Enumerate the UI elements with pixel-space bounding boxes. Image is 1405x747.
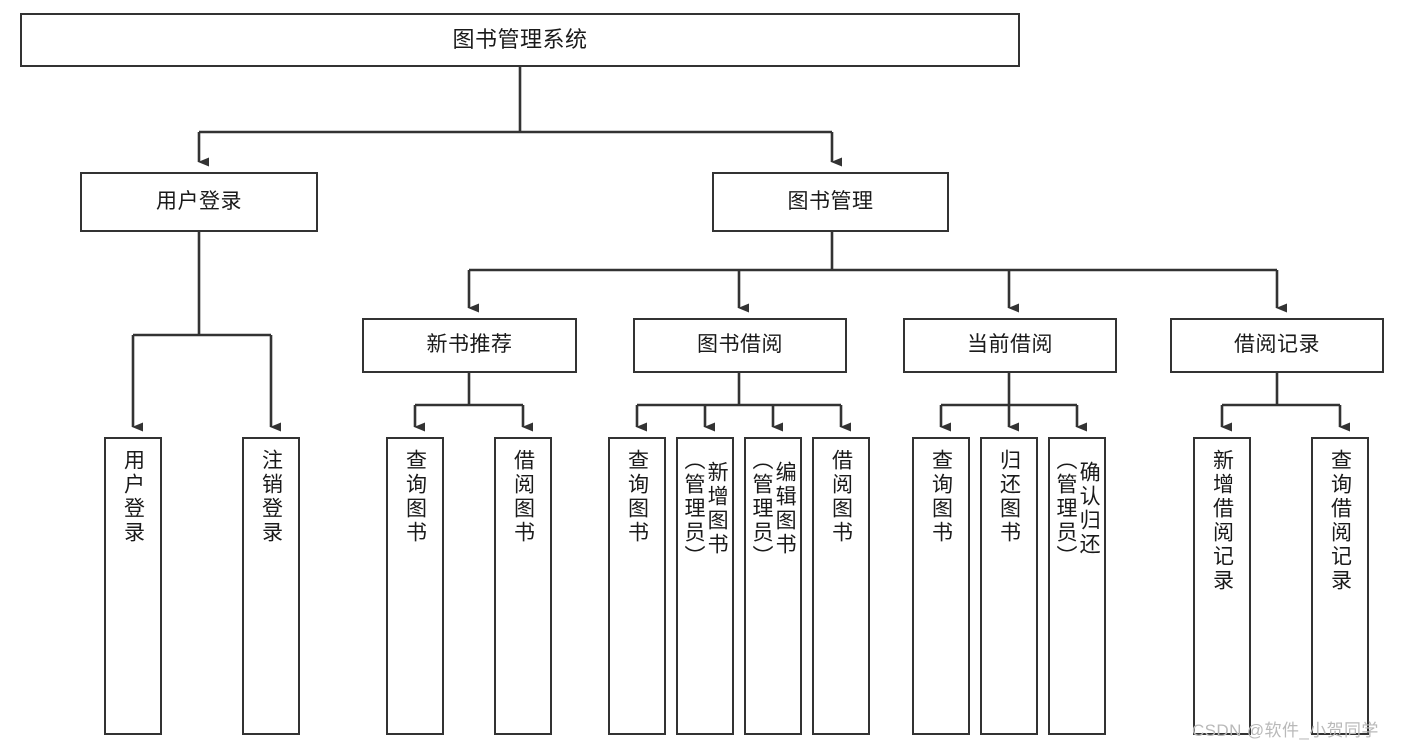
leaf-add-borrow-record[interactable]: 新增借阅记录 — [1193, 437, 1251, 735]
node-label: 注销登录 — [259, 449, 283, 545]
node-current-borrow[interactable]: 当前借阅 — [903, 318, 1117, 373]
leaf-borrow-book[interactable]: 借阅图书 — [812, 437, 870, 735]
leaf-query-borrow-record[interactable]: 查询借阅记录 — [1311, 437, 1369, 735]
node-root-system[interactable]: 图书管理系统 — [20, 13, 1020, 67]
leaf-edit-book-admin[interactable]: 编辑图书 （管理员） — [744, 437, 802, 735]
node-book-management[interactable]: 图书管理 — [712, 172, 949, 232]
node-label: 查询图书 — [625, 449, 649, 545]
node-label: 用户登录 — [156, 189, 242, 213]
node-label: 新增借阅记录 — [1210, 449, 1234, 593]
node-label: 查询借阅记录 — [1328, 449, 1352, 593]
node-label: 归还图书 — [997, 449, 1021, 545]
node-label: 查询图书 — [403, 449, 427, 545]
node-book-borrow[interactable]: 图书借阅 — [633, 318, 847, 373]
leaf-add-book-admin[interactable]: 新增图书 （管理员） — [676, 437, 734, 735]
leaf-return-book[interactable]: 归还图书 — [980, 437, 1038, 735]
node-label: 编辑图书 （管理员） — [750, 449, 797, 569]
leaf-user-login[interactable]: 用户登录 — [104, 437, 162, 735]
node-label: 图书借阅 — [697, 333, 783, 357]
leaf-query-book-borrow[interactable]: 查询图书 — [608, 437, 666, 735]
node-label: 用户登录 — [121, 449, 145, 545]
node-label: 借阅图书 — [829, 449, 853, 545]
node-label: 新增图书 （管理员） — [682, 449, 729, 569]
node-user-login[interactable]: 用户登录 — [80, 172, 318, 232]
node-label: 当前借阅 — [967, 333, 1053, 357]
node-label: 图书管理系统 — [452, 27, 588, 53]
node-label: 新书推荐 — [426, 333, 513, 357]
leaf-confirm-return-admin[interactable]: 确认归还 （管理员） — [1048, 437, 1106, 735]
node-label: 借阅图书 — [511, 449, 535, 545]
node-borrow-record[interactable]: 借阅记录 — [1170, 318, 1384, 373]
node-new-book-recommend[interactable]: 新书推荐 — [362, 318, 577, 373]
node-label: 确认归还 （管理员） — [1054, 449, 1101, 569]
node-label: 借阅记录 — [1234, 333, 1320, 357]
node-label: 图书管理 — [787, 189, 874, 213]
csdn-watermark: CSDN @软件_小贺同学 — [1192, 721, 1379, 740]
leaf-borrow-book-recommend[interactable]: 借阅图书 — [494, 437, 552, 735]
leaf-query-book-current[interactable]: 查询图书 — [912, 437, 970, 735]
leaf-query-book-recommend[interactable]: 查询图书 — [386, 437, 444, 735]
leaf-logout[interactable]: 注销登录 — [242, 437, 300, 735]
node-label: 查询图书 — [929, 449, 953, 545]
